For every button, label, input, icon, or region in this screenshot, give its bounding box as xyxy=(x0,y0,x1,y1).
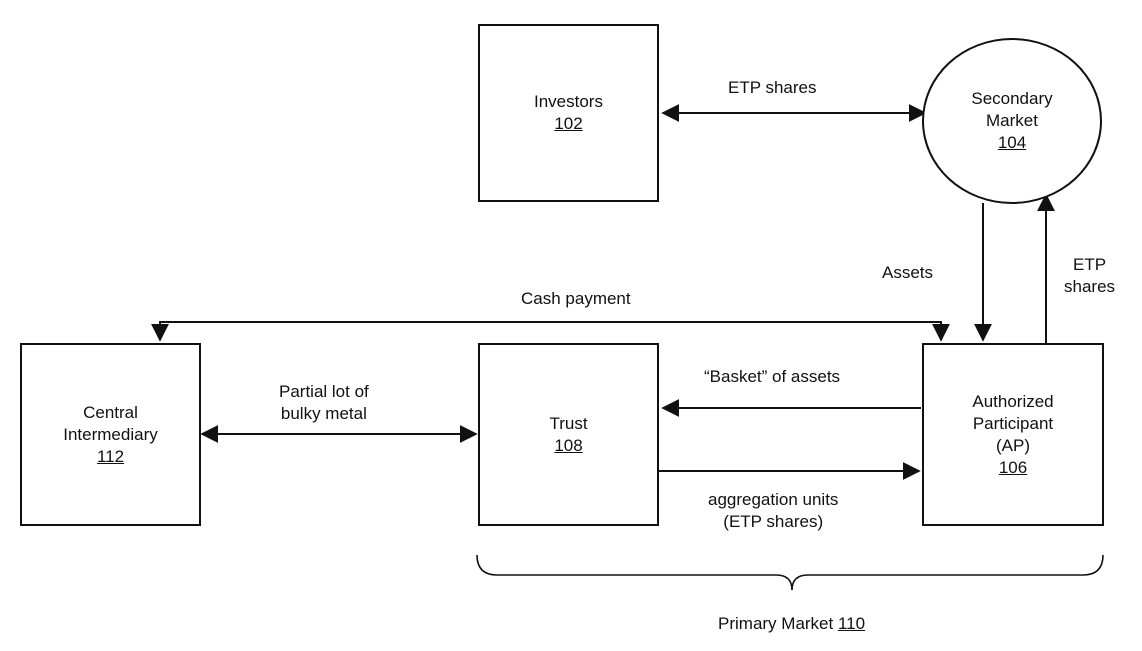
central-number: 112 xyxy=(96,446,125,466)
primary-market-number: 110 xyxy=(837,614,866,633)
partial-lot-label: Partial lot of bulky metal xyxy=(279,381,369,425)
ap-label-1: Authorized xyxy=(972,391,1054,411)
aggregation-line-2: (ETP shares) xyxy=(723,512,824,531)
primary-market-brace xyxy=(476,554,1104,591)
ap-number: 106 xyxy=(998,457,1028,477)
central-label-2: Intermediary xyxy=(63,424,158,444)
secondary-market-circle: Secondary Market 104 xyxy=(922,38,1102,204)
assets-label: Assets xyxy=(882,263,934,282)
cash-payment-label: Cash payment xyxy=(521,289,631,308)
trust-number: 108 xyxy=(554,435,583,455)
authorized-participant-box: Authorized Participant (AP) 106 xyxy=(922,343,1104,526)
etp-shares-right-label: ETP shares xyxy=(1064,254,1115,298)
central-intermediary-box: Central Intermediary 112 xyxy=(20,343,201,526)
partial-lot-line-2: bulky metal xyxy=(280,404,367,423)
secondary-market-label-1: Secondary xyxy=(971,89,1053,108)
etp-shares-top-label: ETP shares xyxy=(728,78,817,97)
primary-market-text: Primary Market xyxy=(718,614,834,633)
secondary-market-number: 104 xyxy=(997,133,1027,152)
investors-label: Investors xyxy=(534,92,603,111)
investors-box: Investors 102 xyxy=(478,24,659,202)
aggregation-label: aggregation units (ETP shares) xyxy=(708,489,838,533)
partial-lot-line-1: Partial lot of xyxy=(279,382,369,401)
central-label-1: Central xyxy=(83,402,138,422)
ap-label-3: (AP) xyxy=(996,435,1030,455)
investors-number: 102 xyxy=(554,114,583,133)
basket-label: “Basket” of assets xyxy=(704,367,841,386)
arrow-cash-payment xyxy=(151,321,950,342)
trust-box: Trust 108 xyxy=(478,343,659,526)
aggregation-line-1: aggregation units xyxy=(708,490,839,509)
secondary-market-label-2: Market xyxy=(986,111,1038,130)
ap-label-2: Participant xyxy=(972,413,1054,433)
etp-shares-right-line-2: shares xyxy=(1064,277,1116,296)
etp-shares-right-line-1: ETP xyxy=(1072,255,1107,274)
primary-market-label: Primary Market 110 xyxy=(718,613,865,635)
trust-label: Trust xyxy=(549,413,588,433)
